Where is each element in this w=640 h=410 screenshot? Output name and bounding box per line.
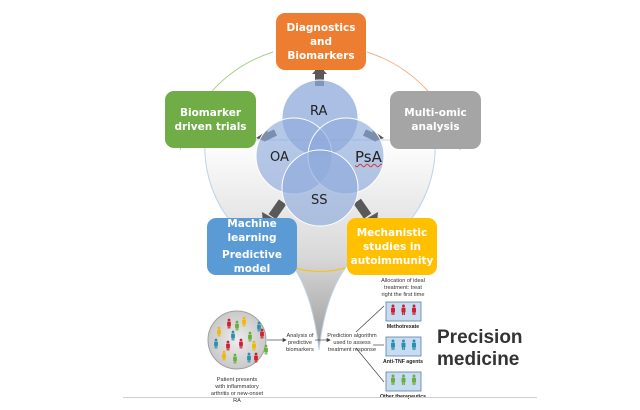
person-icon [412,339,416,350]
person-icon [254,352,258,363]
label-line: Prediction algorithm [327,333,377,339]
person-icon [214,338,218,349]
person-icon [401,374,406,385]
box-line: learning [227,232,277,244]
person-icon [222,350,226,361]
person-icon [391,374,395,385]
arrow-to-methotrexate [355,305,385,333]
ring-arc-yellow [294,267,346,272]
person-icon [412,374,416,385]
person-icon [260,328,264,339]
arrow-up-head [312,66,327,74]
label-line: biomarkers [286,347,314,353]
box-line: autoimmunity [350,254,434,267]
box-line: analysis [411,121,460,133]
box-line: Predictive model [222,249,282,275]
person-icon [264,344,268,355]
title-line: medicine [437,349,520,370]
person-icon [217,326,221,337]
person-icon [226,340,230,351]
box-line: Multi-omic [404,107,467,119]
label-line: Allocation of ideal [381,278,425,284]
venn-diagram [255,79,385,227]
person-icon [412,304,416,315]
machine-learning-box: Machine learning Predictive model [207,218,297,275]
arrow-down-right-body [353,198,372,219]
treatment-boxes [385,301,422,392]
venn-circle-ss [281,149,359,227]
mechanistic-studies-box: Mechanistic studies in autoimmunity [347,218,437,275]
person-icon [391,304,395,315]
person-icon [247,352,251,363]
label-line: treatment: treat [384,285,422,291]
label-line: used to assess [333,340,371,346]
precision-medicine-title: Precision medicine [437,327,523,371]
allocation-label: Allocation of ideal treatment: treat rig… [378,278,428,299]
person-icon [257,321,261,332]
caption-line: Patient presents [216,377,258,383]
patient-figures [214,316,268,364]
treatment-label-methotrexate: Methotrexate [386,324,420,330]
caption-line: arthritis or new-onset RA [210,391,264,404]
person-icon [235,320,239,331]
multi-omic-analysis-box: Multi-omic analysis [390,91,481,149]
label-line: right the first time [381,292,425,298]
venn-label-psa: PsA [355,148,382,166]
box-line: driven trials [174,120,247,133]
label-line: predictive [288,340,312,346]
label-line: Analysis of [286,333,314,339]
box-line: Biomarkers [287,49,355,62]
arrow-down-left-body [268,199,287,220]
person-icon [239,338,243,349]
arrow-to-other [355,347,385,383]
box-line: Mechanistic [356,226,428,239]
person-icon [391,339,395,350]
box-line: Diagnostics and [286,21,356,48]
treatment-label-antitnf: Anti-TNF agents [382,359,424,365]
arrow-up [315,70,324,86]
person-icon [233,353,237,364]
person-icon [401,339,406,350]
venn-label-ra: RA [310,104,328,119]
label-line: treatment response [327,347,377,353]
bottom-divider [123,397,537,398]
person-icon [231,330,235,341]
person-icon [227,318,231,329]
box-line: Machine [227,218,277,230]
box-line: studies in [363,240,421,253]
person-icon [401,304,406,315]
person-icon [252,340,256,351]
venn-label-ss: SS [311,193,328,208]
person-icon [248,331,252,342]
prediction-label: Prediction algorithm used to assess trea… [327,333,377,354]
caption-line: with inflammatory [215,384,259,390]
person-icon [242,316,246,327]
analysis-label: Analysis of predictive biomarkers [283,333,317,354]
venn-label-oa: OA [270,150,289,165]
patient-caption: Patient presents with inflammatory arthr… [207,377,267,405]
box-line: Biomarker [179,106,242,119]
title-line: Precision [437,327,523,348]
biomarker-driven-trials-box: Biomarker driven trials [165,91,256,148]
diagnostics-biomarkers-box: Diagnostics and Biomarkers [276,13,366,70]
